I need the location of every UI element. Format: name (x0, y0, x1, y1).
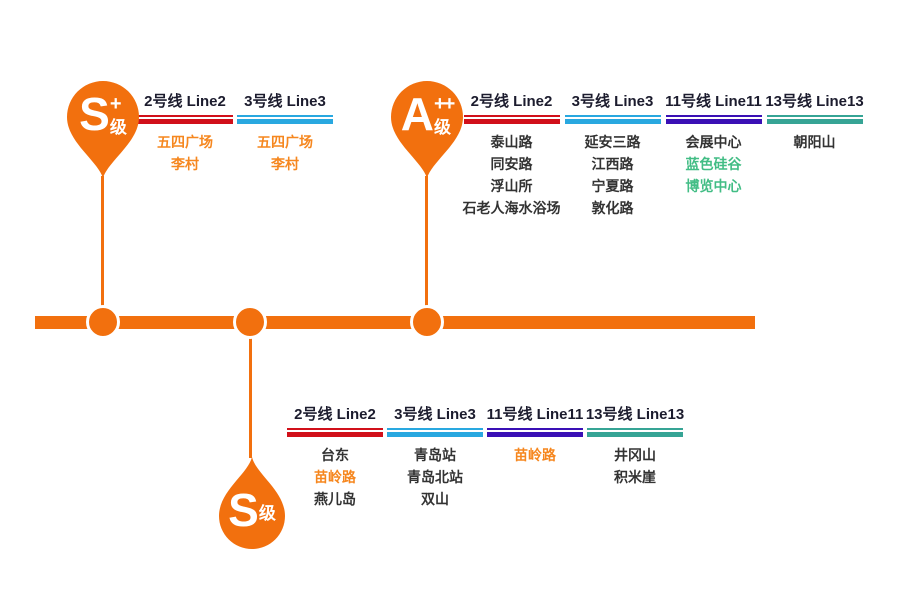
station-name: 李村 (271, 156, 299, 172)
line-name-label: 3号线 Line3 (244, 93, 326, 110)
grade-suffix: 级 (109, 118, 127, 137)
station-list: 苗岭路 (485, 444, 585, 466)
grade-drop-s: S 级 (216, 456, 288, 551)
line-name-label: 2号线 Line2 (144, 93, 226, 110)
line2-color-bar (137, 115, 233, 124)
station-name: 敦化路 (591, 200, 634, 216)
line-column-line13: 13号线 Line13 井冈山 积米崖 (585, 405, 685, 510)
grade-group-s: 2号线 Line2 台东 苗岭路 燕儿岛 3号线 Line3 青岛站 青岛北站 … (285, 405, 685, 510)
station-name: 朝阳山 (793, 134, 836, 150)
grade-label-a-plus-plus: A ++ 级 (389, 84, 465, 146)
line-name-label: 2号线 Line2 (470, 93, 553, 110)
grade-letter: S (79, 88, 110, 141)
station-name: 青岛北站 (407, 469, 463, 485)
map-pin-icon (391, 81, 463, 178)
line-column-line2: 2号线 Line2 泰山路 同安路 浮山所 石老人海水浴场 (461, 92, 562, 219)
line3-color-bar (237, 115, 333, 124)
station-name: 延安三路 (584, 134, 641, 150)
map-pin-icon (67, 81, 139, 178)
line-name-label: 11号线 Line11 (665, 93, 762, 110)
line3-color-bar (564, 115, 661, 124)
line11-color-bar (665, 115, 762, 124)
station-name: 会展中心 (685, 134, 742, 150)
grade-label-s-plus: S + 级 (65, 84, 141, 146)
station-name: 江西路 (591, 156, 634, 172)
line13-color-bar (587, 428, 683, 437)
line2-color-bar (463, 115, 560, 124)
line-column-line3: 3号线 Line3 延安三路 江西路 宁夏路 敦化路 (562, 92, 663, 219)
station-list: 会展中心 蓝色硅谷 博览中心 (663, 131, 764, 197)
station-name: 台东 (321, 447, 349, 463)
station-name: 积米崖 (614, 469, 656, 485)
station-name: 李村 (171, 156, 199, 172)
grade-superscript: + (109, 93, 122, 115)
station-name: 燕儿岛 (314, 491, 356, 507)
station-name: 井冈山 (614, 447, 656, 463)
timeline-bar (35, 316, 755, 329)
connector-s (249, 330, 252, 458)
line-column-line11: 11号线 Line11 会展中心 蓝色硅谷 博览中心 (663, 92, 764, 219)
line2-color-bar (287, 428, 383, 437)
grade-group-s-plus: 2号线 Line2 五四广场 李村 3号线 Line3 五四广场 李村 (135, 92, 335, 175)
grade-suffix: 级 (258, 504, 276, 523)
station-list: 泰山路 同安路 浮山所 石老人海水浴场 (461, 131, 562, 219)
connector-a-plus-plus (425, 176, 428, 310)
station-name: 博览中心 (685, 178, 742, 194)
grade-superscript: ++ (433, 93, 455, 115)
line-name-label: 13号线 Line13 (585, 406, 685, 423)
line11-color-bar (487, 428, 583, 437)
station-name: 蓝色硅谷 (685, 156, 742, 172)
station-list: 青岛站 青岛北站 双山 (385, 444, 485, 510)
station-name: 石老人海水浴场 (462, 200, 561, 216)
line3-color-bar (387, 428, 483, 437)
line-column-line11: 11号线 Line11 苗岭路 (485, 405, 585, 510)
line-name-label: 2号线 Line2 (294, 406, 376, 423)
station-list: 五四广场 李村 (235, 131, 335, 175)
grade-label-s: S 级 (216, 478, 288, 544)
line-name-label: 11号线 Line11 (486, 406, 584, 423)
station-name: 双山 (421, 491, 449, 507)
station-name: 青岛站 (414, 447, 456, 463)
station-name: 五四广场 (257, 134, 313, 150)
line-name-label: 3号线 Line3 (571, 93, 654, 110)
line-column-line13: 13号线 Line13 朝阳山 (764, 92, 865, 219)
line-column-line2: 2号线 Line2 五四广场 李村 (135, 92, 235, 175)
station-list: 五四广场 李村 (135, 131, 235, 175)
timeline-dot-s (233, 305, 267, 339)
grade-pin-a-plus-plus: A ++ 级 (389, 80, 465, 180)
grade-letter: S (228, 484, 259, 537)
station-name: 宁夏路 (591, 178, 634, 194)
connector-s-plus (101, 176, 104, 310)
line-name-label: 3号线 Line3 (394, 406, 476, 423)
station-list: 朝阳山 (764, 131, 865, 153)
line-column-line3: 3号线 Line3 五四广场 李村 (235, 92, 335, 175)
station-name: 五四广场 (157, 134, 213, 150)
line-name-label: 13号线 Line13 (765, 93, 864, 110)
station-list: 井冈山 积米崖 (585, 444, 685, 488)
line-column-line3: 3号线 Line3 青岛站 青岛北站 双山 (385, 405, 485, 510)
station-list: 台东 苗岭路 燕儿岛 (285, 444, 385, 510)
grade-suffix: 级 (433, 118, 451, 137)
station-name: 泰山路 (490, 134, 533, 150)
timeline-dot-a-plus-plus (410, 305, 444, 339)
station-list: 延安三路 江西路 宁夏路 敦化路 (562, 131, 663, 219)
line-column-line2: 2号线 Line2 台东 苗岭路 燕儿岛 (285, 405, 385, 510)
station-name: 苗岭路 (514, 447, 556, 463)
station-name: 同安路 (490, 156, 533, 172)
grade-letter: A (400, 88, 434, 141)
water-drop-icon (219, 457, 285, 549)
station-name: 苗岭路 (314, 469, 356, 485)
timeline-dot-s-plus (86, 305, 120, 339)
station-name: 浮山所 (490, 178, 533, 194)
line13-color-bar (766, 115, 863, 124)
grade-group-a-plus-plus: 2号线 Line2 泰山路 同安路 浮山所 石老人海水浴场 3号线 Line3 … (461, 92, 865, 219)
grade-pin-s-plus: S + 级 (65, 80, 141, 180)
